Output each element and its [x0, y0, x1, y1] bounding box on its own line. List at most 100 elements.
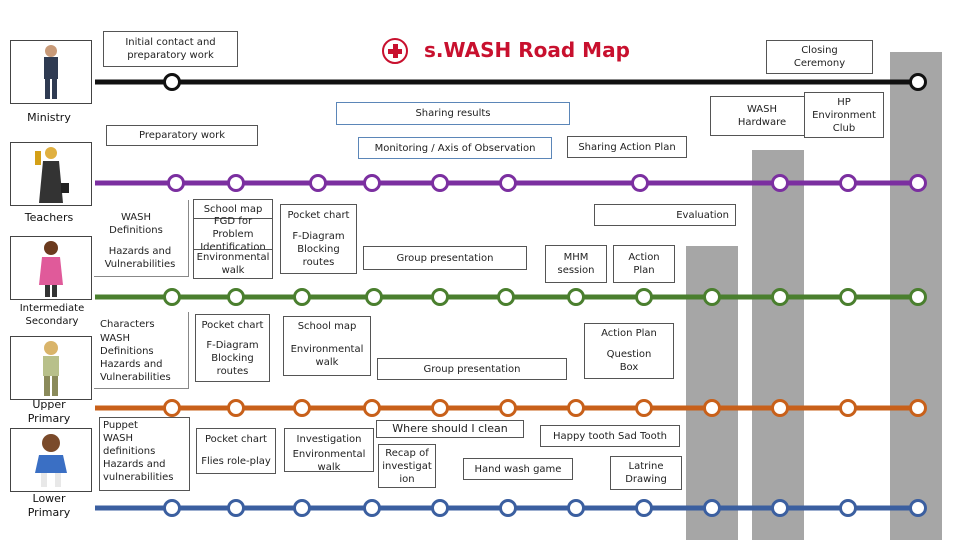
teachers-evaluation-box: Evaluation — [594, 204, 736, 226]
inter-wash-definitions: WASH Definitions Hazards and Vulnerabili… — [100, 333, 171, 383]
girl-student-icon — [39, 241, 63, 297]
intermediate-station-10 — [771, 288, 789, 306]
lower-avatar-frame — [10, 428, 92, 492]
teachers-station-9 — [839, 174, 857, 192]
upper-station-10 — [771, 399, 789, 417]
wash-hardware-box: WASH Hardware — [710, 96, 814, 136]
upper-station-12 — [909, 399, 927, 417]
upper-latrine-drawing: Latrine Drawing — [610, 456, 682, 490]
lower-station-8 — [635, 499, 653, 517]
lower-station-7 — [567, 499, 585, 517]
teachers-station-5 — [431, 174, 449, 192]
teachers-fdiagram: F-Diagram Blocking routes — [280, 226, 357, 274]
row-label-teachers: Teachers — [24, 211, 74, 224]
row-label-intermediate: Intermediate Secondary — [19, 303, 85, 327]
intermediate-station-7 — [567, 288, 585, 306]
boy-student-icon — [43, 341, 59, 396]
lower-station-10 — [771, 499, 789, 517]
sharing-results-box: Sharing results — [336, 102, 570, 125]
upper-hand-wash-game: Hand wash game — [463, 458, 573, 480]
closing-ceremony-box: Closing Ceremony — [766, 40, 873, 74]
teachers-station-7 — [631, 174, 649, 192]
upper-station-11 — [839, 399, 857, 417]
intermediate-station-5 — [431, 288, 449, 306]
upper-puppet-box: Puppet WASH definitions Hazards and vuln… — [99, 417, 190, 491]
upper-pocket-chart: Pocket chart — [196, 428, 276, 450]
upper-station-2 — [227, 399, 245, 417]
teachers-school-map: School map — [193, 199, 273, 219]
upper-station-3 — [293, 399, 311, 417]
upper-investigation: Investigation — [284, 428, 374, 450]
inter-group-presentation: Group presentation — [377, 358, 567, 380]
inter-school-map: School map — [283, 316, 371, 336]
row-label-ministry: Ministry — [27, 111, 71, 124]
inter-question-box: Question Box — [584, 343, 674, 379]
upper-station-4 — [363, 399, 381, 417]
lower-station-11 — [839, 499, 857, 517]
intermediate-station-11 — [839, 288, 857, 306]
teachers-wash-definitions: WASH Definitions — [109, 212, 163, 236]
upper-station-9 — [703, 399, 721, 417]
teachers-station-6 — [499, 174, 517, 192]
sharing-action-plan-box: Sharing Action Plan — [567, 136, 687, 158]
lower-station-6 — [499, 499, 517, 517]
hp-club-box: HP Environment Club — [804, 92, 884, 138]
row-label-upper: Upper Primary — [27, 398, 71, 425]
upper-station-5 — [431, 399, 449, 417]
teachers-mhm-session: MHM session — [545, 245, 607, 283]
intermediate-station-2 — [227, 288, 245, 306]
lower-station-4 — [363, 499, 381, 517]
teachers-env-walk: Environmental walk — [193, 249, 273, 279]
teachers-action-plan: Action Plan — [613, 245, 675, 283]
lower-station-3 — [293, 499, 311, 517]
inter-bracket-1 — [94, 312, 189, 389]
initial-contact-box: Initial contact and preparatory work — [103, 31, 238, 67]
upper-station-1 — [163, 399, 181, 417]
teachers-station-2 — [227, 174, 245, 192]
ministry-person-icon — [44, 45, 58, 99]
child-student-icon — [35, 434, 67, 487]
inter-pocket-chart: Pocket chart — [195, 314, 270, 336]
ministry-station-2 — [909, 73, 927, 91]
upper-recap: Recap of investigat ion — [378, 444, 436, 488]
intermediate-avatar-frame — [10, 236, 92, 300]
upper-station-7 — [567, 399, 585, 417]
intermediate-station-1 — [163, 288, 181, 306]
wash-hardware-bar — [752, 150, 804, 540]
teachers-fgd: FGD for Problem Identification — [193, 216, 273, 253]
page-title: s.WASH Road Map — [424, 38, 630, 62]
upper-happy-tooth: Happy tooth Sad Tooth — [540, 425, 680, 447]
intermediate-station-3 — [293, 288, 311, 306]
preparatory-work-box: Preparatory work — [106, 125, 258, 146]
upper-avatar-frame — [10, 336, 92, 400]
teachers-station-8 — [771, 174, 789, 192]
intermediate-station-6 — [497, 288, 515, 306]
lower-station-9 — [703, 499, 721, 517]
lower-station-5 — [431, 499, 449, 517]
ministry-avatar-frame — [10, 40, 92, 104]
teachers-group-presentation: Group presentation — [363, 246, 527, 270]
inter-characters: Characters — [100, 319, 155, 330]
lower-station-2 — [227, 499, 245, 517]
teachers-hazards: Hazards and Vulnerabilities — [104, 246, 176, 270]
intermediate-station-8 — [635, 288, 653, 306]
inter-action-plan: Action Plan — [584, 323, 674, 343]
upper-where-clean: Where should I clean — [376, 420, 524, 438]
teachers-station-10 — [909, 174, 927, 192]
intermediate-station-12 — [909, 288, 927, 306]
intermediate-station-9 — [703, 288, 721, 306]
upper-station-6 — [499, 399, 517, 417]
teachers-avatar-frame — [10, 142, 92, 206]
row-label-lower: Lower Primary — [27, 492, 71, 519]
upper-station-8 — [635, 399, 653, 417]
lower-station-12 — [909, 499, 927, 517]
lower-station-1 — [163, 499, 181, 517]
teachers-pocket-chart: Pocket chart — [280, 204, 357, 226]
upper-env-walk: Environmental walk — [284, 449, 374, 473]
teacher-person-icon — [35, 147, 69, 203]
monitoring-box: Monitoring / Axis of Observation — [358, 137, 552, 159]
red-cross-logo — [382, 38, 408, 64]
teachers-station-4 — [363, 174, 381, 192]
inter-fdiagram: F-Diagram Blocking routes — [195, 336, 270, 382]
